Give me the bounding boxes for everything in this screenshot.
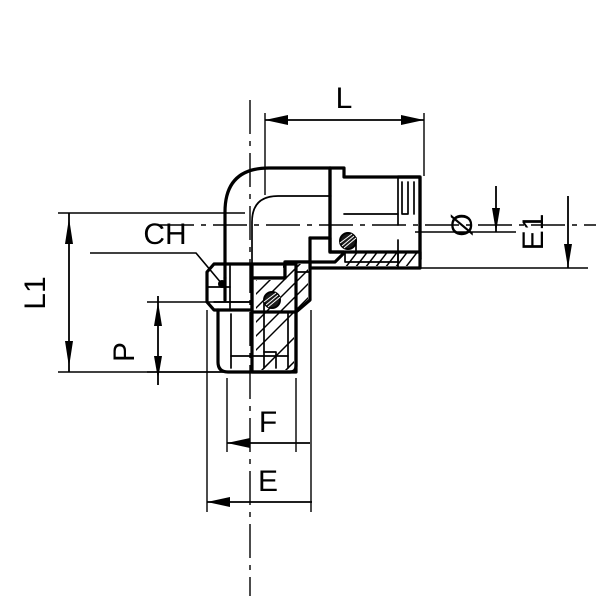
dim-label-F: F [259,406,277,439]
branch-hatching [341,252,420,266]
dimension-F: F [227,406,310,448]
dimension-CH: CH [90,218,226,288]
arrow-P-bottom [154,356,162,379]
dim-label-L: L [336,82,353,115]
dimension-diameter: Ø [446,186,500,237]
arrow-F [227,438,250,448]
dimension-E: E [207,465,312,507]
dimension-L1: L1 [19,213,73,372]
leader-dot-CH [218,280,226,288]
arrow-L-left [265,115,288,125]
arrow-diameter [492,208,500,232]
arrow-L1-top [65,218,73,244]
dim-label-L1: L1 [19,276,52,309]
collar-slot-left [401,181,409,215]
leader-line-CH [90,252,223,285]
oring-thread-hatch [263,292,281,308]
branch-section-wall [308,236,422,270]
dim-label-CH: CH [143,218,186,251]
hex-nut-right-face [250,262,298,314]
elbow-outer-corner [223,166,332,280]
dim-label-E1: E1 [517,214,550,251]
arrow-L-right [401,115,424,125]
arrow-E1 [564,244,572,268]
fitting-body [205,166,422,374]
dimension-P: P [108,296,162,385]
dim-label-E: E [258,465,278,498]
dim-label-P: P [108,342,141,362]
arrow-L1-bottom [65,341,73,367]
centerlines [160,100,596,596]
dim-label-diameter: Ø [446,213,479,236]
arrow-E [207,497,230,507]
arrow-P-top [154,302,162,326]
dimension-E1: E1 [517,196,572,268]
hex-nut-profile [205,262,254,312]
oring-branch-hatch [339,233,357,249]
dimension-L: L [265,82,424,125]
elbow-inner-corner [251,195,331,279]
elbow-bore-chamfer [263,351,277,369]
